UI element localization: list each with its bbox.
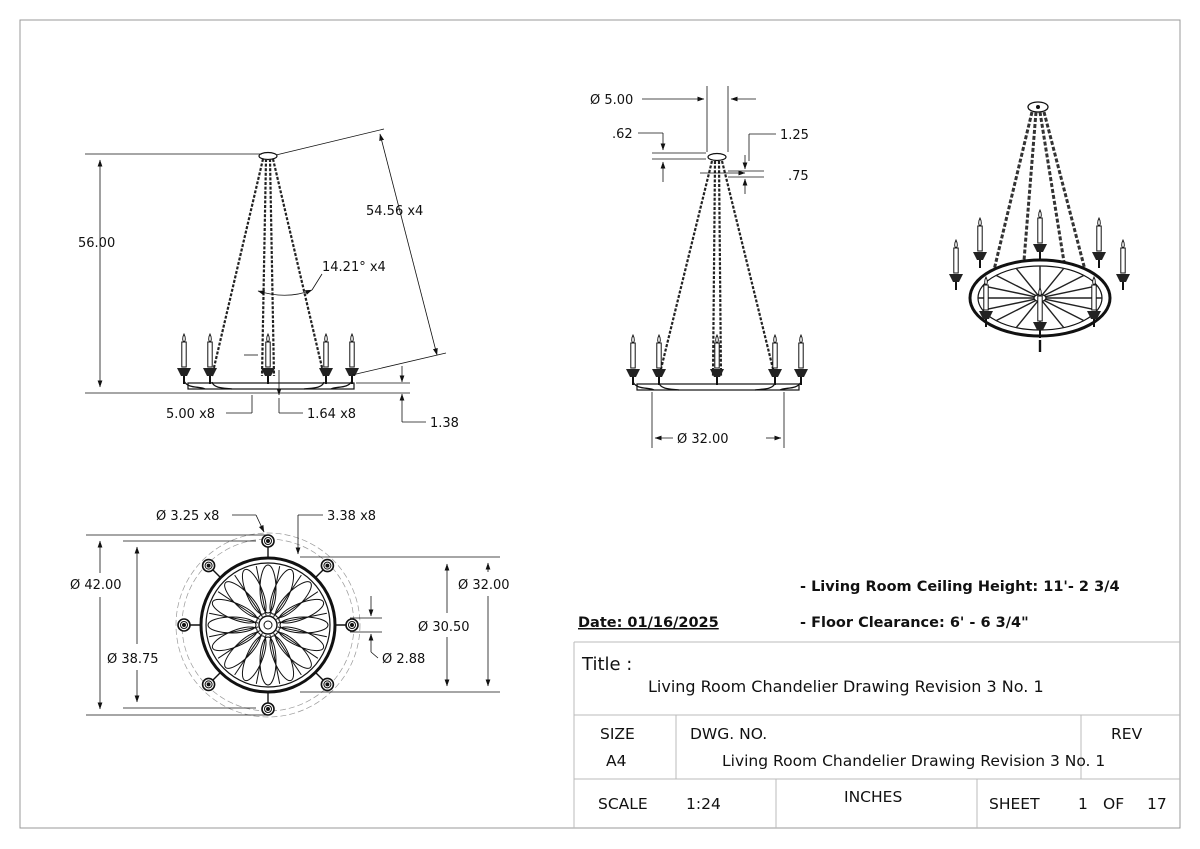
isometric-view — [948, 101, 1131, 352]
rev-caption: REV — [1111, 725, 1143, 743]
drawing-date: Date: 01/16/2025 — [578, 615, 719, 631]
dwg-no-caption: DWG. NO. — [690, 725, 767, 743]
title-caption: Title : — [581, 654, 632, 675]
hook-label: 1.25 — [780, 128, 809, 143]
dwg-no-value: Living Room Chandelier Drawing Revision … — [722, 752, 1105, 770]
sheet-number: 1 — [1078, 795, 1088, 813]
sheet-border — [19, 19, 1181, 829]
top-view: Ø 3.25 x8 3.38 x8 Ø 42.00 Ø 38.75 Ø 32.0… — [70, 509, 510, 718]
size-value: A4 — [606, 752, 626, 770]
sheet-total: 17 — [1147, 795, 1167, 813]
cup-height-label: 1.64 x8 — [307, 407, 356, 422]
sheet-caption: SHEET — [989, 795, 1040, 813]
top-ring-diameter-label: Ø 32.00 — [458, 578, 510, 593]
size-caption: SIZE — [600, 725, 635, 743]
cup-diameter-label: 5.00 x8 — [166, 407, 215, 422]
floor-clearance-note: - Floor Clearance: 6' - 6 3/4" — [800, 615, 1029, 631]
units-label: INCHES — [844, 788, 902, 806]
ring-height-label: 1.38 — [430, 416, 459, 431]
side-view: Ø 5.00 .62 1.25 .75 Ø 32.00 — [590, 86, 809, 448]
ceiling-height-note: - Living Room Ceiling Height: 11'- 2 3/4 — [800, 579, 1120, 595]
outer-diameter-label: Ø 42.00 — [70, 578, 122, 593]
chain-length-label: 54.56 x4 — [366, 204, 423, 219]
drawing-title: Living Room Chandelier Drawing Revision … — [648, 677, 1044, 696]
height-dim-label: 56.00 — [78, 236, 115, 251]
hub-diameter-label: Ø 2.88 — [382, 652, 425, 667]
ring-outer-diameter-label: Ø 38.75 — [107, 652, 159, 667]
scale-value: 1:24 — [686, 795, 721, 813]
hook-offset-label: .75 — [788, 169, 809, 184]
top-cup-diameter-label: Ø 3.25 x8 — [156, 509, 219, 524]
canopy-thickness-label: .62 — [612, 127, 633, 142]
scale-caption: SCALE — [598, 795, 648, 813]
sheet-of-caption: OF — [1103, 795, 1124, 813]
front-view: 56.00 54.56 x4 14.21° x4 5.00 x8 1.64 x8… — [78, 128, 459, 431]
side-ring-diameter-label: Ø 32.00 — [677, 432, 729, 447]
canopy-diameter-label: Ø 5.00 — [590, 93, 633, 108]
chain-angle-label: 14.21° x4 — [322, 260, 386, 275]
inner-ring-diameter-label: Ø 30.50 — [418, 620, 470, 635]
title-block: Title : Living Room Chandelier Drawing R… — [573, 641, 1180, 828]
top-cup-offset-label: 3.38 x8 — [327, 509, 376, 524]
